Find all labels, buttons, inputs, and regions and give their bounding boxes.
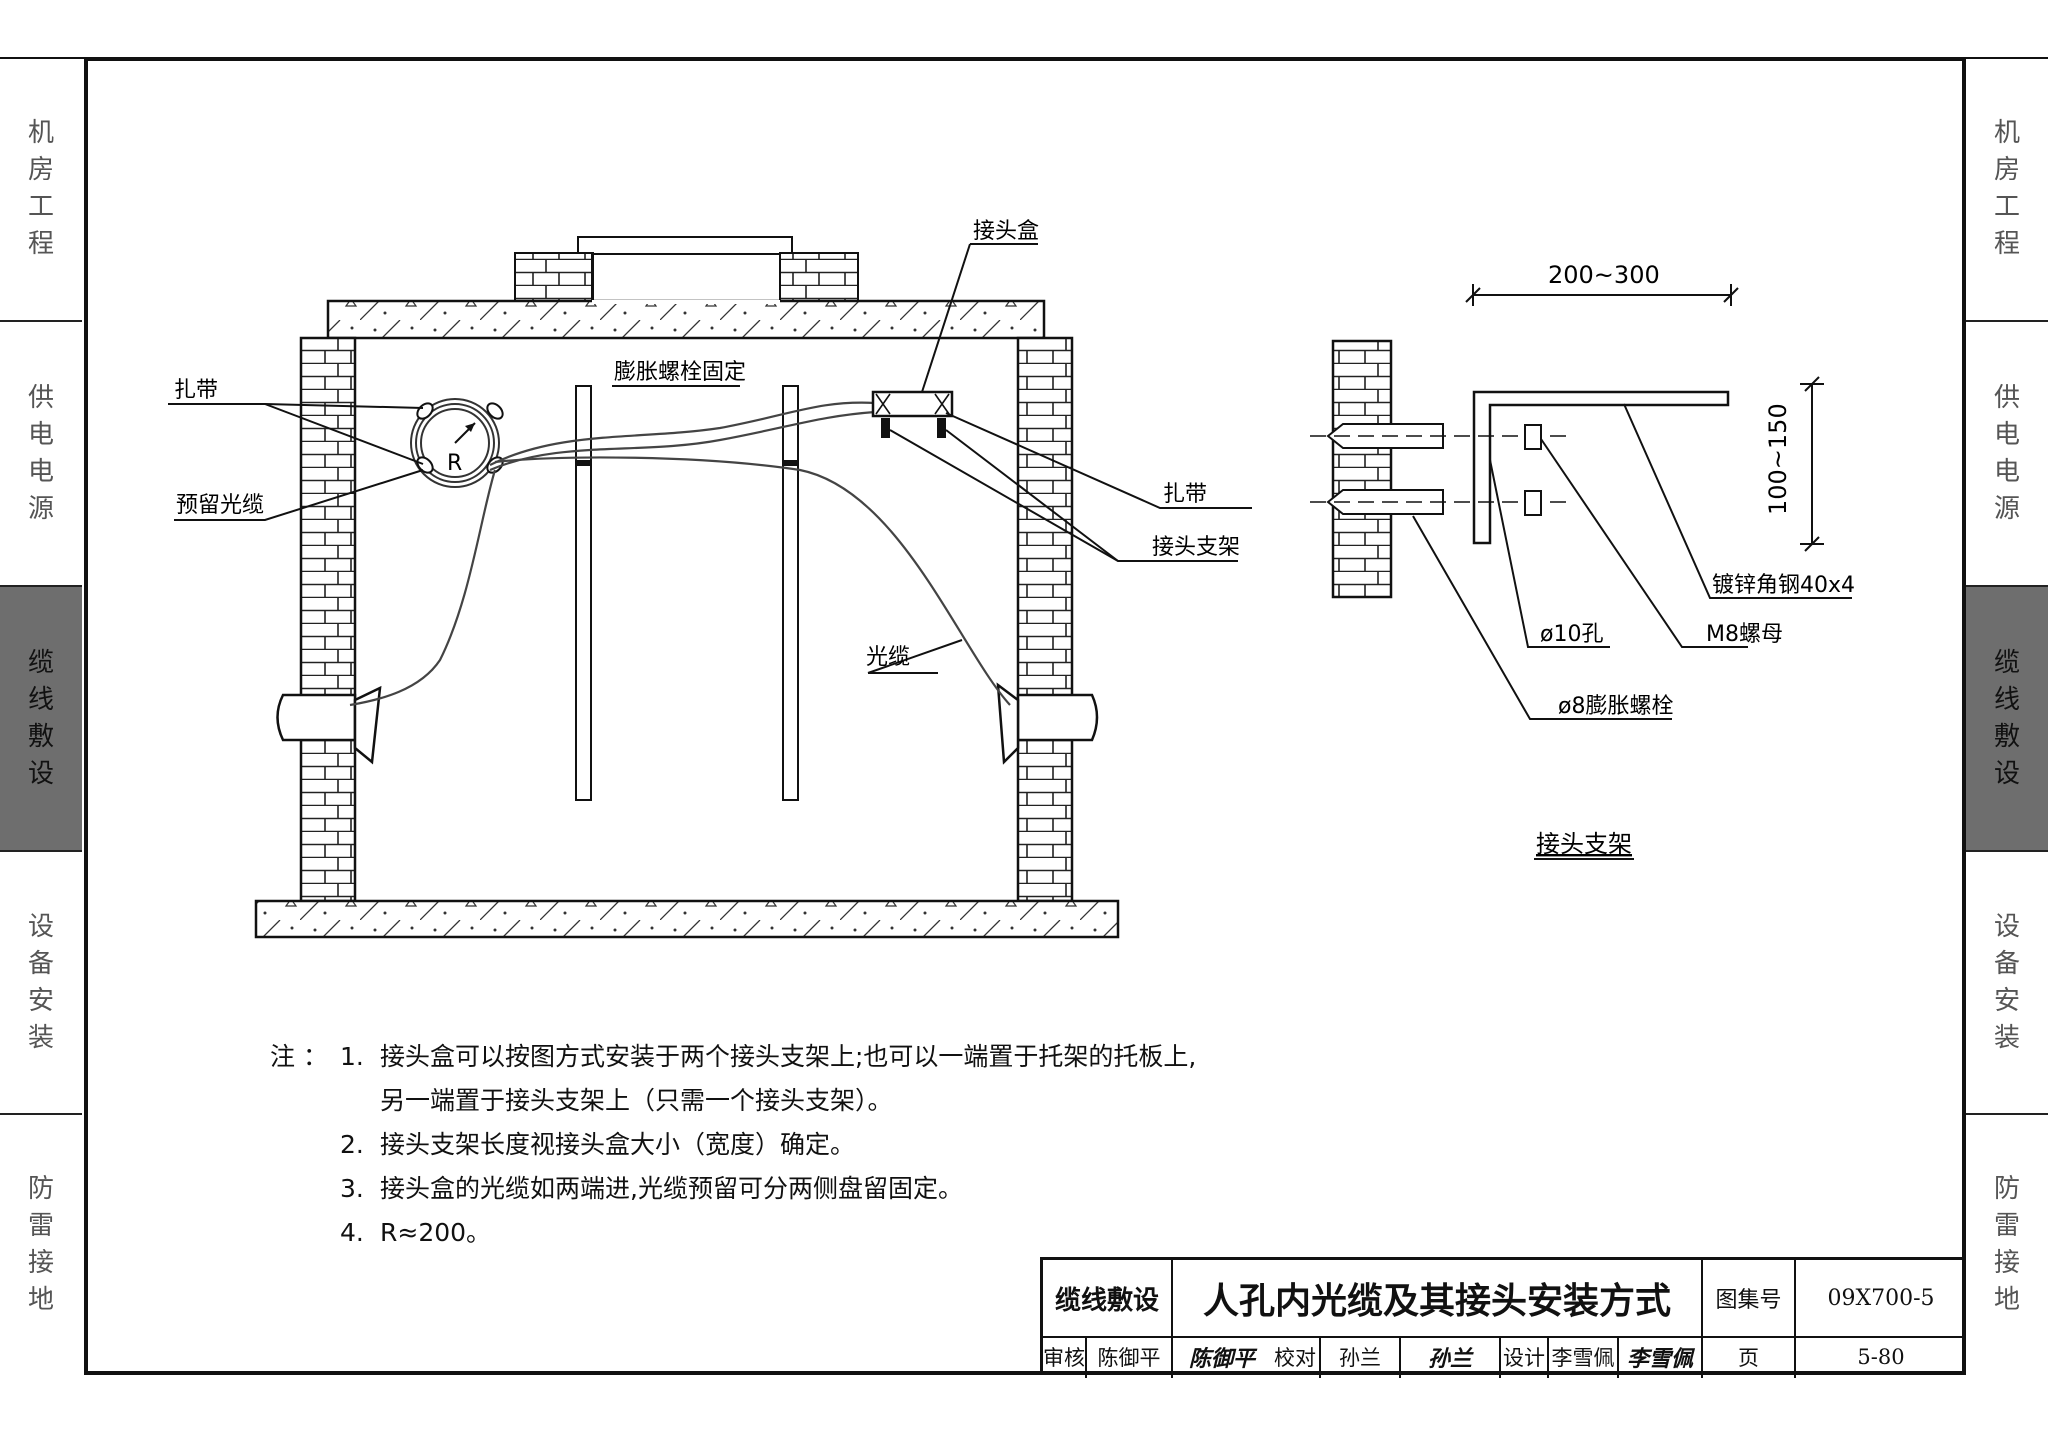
note-text: 接头盒可以按图方式安装于两个接头支架上;也可以一端置于托架的托板上,	[380, 1042, 1197, 1071]
side-tab-cabling[interactable]: 缆线敷设	[0, 587, 82, 852]
drawing-frame	[84, 57, 1966, 1375]
label-reserved-cable: 预留光缆	[176, 493, 264, 518]
label-expansion-bolt: ø8膨胀螺栓	[1558, 694, 1673, 719]
note-text: 接头盒的光缆如两端进,光缆预留可分两侧盘留固定。	[380, 1174, 963, 1203]
page-label: 页	[1703, 1336, 1796, 1378]
manhole-cover	[514, 236, 859, 302]
side-tab-label: 设备安装	[1993, 911, 2020, 1053]
note-number: 4.	[340, 1218, 364, 1247]
side-tab-power-supply[interactable]: 供电电源	[0, 322, 82, 587]
side-tab-label: 防雷接地	[1993, 1174, 2020, 1315]
side-tab-label: 缆线敷设	[27, 647, 54, 789]
label-joint-bracket: 接头支架	[1152, 535, 1240, 560]
atlas-number: 09X700-5	[1827, 1285, 1935, 1311]
label-cable-tie-left: 扎带	[174, 378, 218, 403]
side-tab-machine-room[interactable]: 机房工程	[1966, 57, 2048, 322]
side-tab-equipment-install[interactable]: 设备安装	[1966, 852, 2048, 1115]
left-conduit	[276, 685, 382, 765]
side-tab-label: 机房工程	[1993, 117, 2020, 259]
label-m8-nut: M8螺母	[1706, 622, 1783, 647]
note-item-4: 4. R≈200。	[270, 1211, 1196, 1255]
check-label: 校对	[1271, 1336, 1321, 1378]
notes: 注 ： 1. 接头盒可以按图方式安装于两个接头支架上;也可以一端置于托架的托板上…	[270, 1035, 1196, 1255]
note-item-2: 2. 接头支架长度视接头盒大小（宽度）确定。	[270, 1123, 1196, 1167]
coil-cable-ties	[416, 402, 504, 474]
radius-arrow	[465, 423, 475, 432]
rack-hook-right	[783, 460, 798, 466]
title-block-row-main: 缆线敷设 人孔内光缆及其接头安装方式 图集号 09X700-5	[1043, 1260, 1966, 1338]
radius-label: R	[447, 451, 462, 476]
note-number: 1.	[340, 1042, 364, 1071]
note-text: R≈200。	[380, 1218, 492, 1247]
side-tab-label: 机房工程	[27, 117, 54, 259]
optical-cable	[349, 401, 1011, 707]
atlas-label: 图集号	[1703, 1260, 1796, 1336]
cable-rack-left	[575, 385, 592, 801]
side-tab-label: 缆线敷设	[1993, 647, 2020, 789]
note-number: 2.	[340, 1130, 364, 1159]
cable-rack-right	[782, 385, 799, 801]
title-block: 缆线敷设 人孔内光缆及其接头安装方式 图集号 09X700-5 审核 陈御平 陈…	[1040, 1257, 1966, 1378]
drawing-title: 人孔内光缆及其接头安装方式	[1173, 1260, 1703, 1336]
detail-leader-lines	[1412, 403, 1852, 720]
top-slab	[326, 299, 1046, 340]
joint-box	[871, 390, 954, 438]
page-number: 5-80	[1857, 1345, 1905, 1369]
label-cable-tie-right: 扎带	[1163, 482, 1207, 507]
note-item-1: 注 ： 1. 接头盒可以按图方式安装于两个接头支架上;也可以一端置于托架的托板上…	[270, 1035, 1196, 1079]
top-slab-opening	[592, 300, 780, 304]
bracket-detail	[1310, 339, 1730, 599]
note-number: 3.	[340, 1174, 364, 1203]
design-label: 设计	[1501, 1336, 1549, 1378]
checker-signature: 孙兰	[1401, 1336, 1501, 1378]
designer-name: 李雪佩	[1549, 1336, 1619, 1378]
review-label: 审核	[1043, 1336, 1087, 1378]
notes-lead: 注 ：	[270, 1042, 328, 1071]
bottom-slab	[254, 899, 1120, 939]
section-name: 缆线敷设	[1043, 1260, 1173, 1336]
side-tab-label: 供电电源	[1993, 382, 2020, 524]
left-brick-wall	[299, 336, 357, 903]
detail-caption: 接头支架	[1536, 830, 1632, 858]
side-tab-lightning-grounding[interactable]: 防雷接地	[1966, 1115, 2048, 1375]
label-optical-cable: 光缆	[866, 645, 910, 670]
label-angle-steel: 镀锌角钢40x4	[1712, 573, 1855, 598]
rack-hook-left	[576, 460, 591, 466]
side-tab-lightning-grounding[interactable]: 防雷接地	[0, 1115, 82, 1375]
left-side-tabs: 机房工程 供电电源 缆线敷设 设备安装 防雷接地	[0, 57, 82, 1375]
dim-bracket-height: 100~150	[1764, 403, 1792, 515]
reviewer-signature: 陈御平	[1188, 1346, 1255, 1372]
note-text: 接头支架长度视接头盒大小（宽度）确定。	[380, 1130, 856, 1159]
note-text: 另一端置于接头支架上（只需一个接头支架）。	[380, 1086, 893, 1115]
side-tab-cabling[interactable]: 缆线敷设	[1966, 587, 2048, 852]
checker-name: 孙兰	[1321, 1336, 1401, 1378]
right-conduit	[996, 682, 1099, 765]
leader-lines	[168, 243, 1252, 674]
side-tab-equipment-install[interactable]: 设备安装	[0, 852, 82, 1115]
reserved-cable-coil	[410, 398, 500, 488]
label-expansion-bolt-fix: 膨胀螺栓固定	[614, 360, 746, 385]
note-item-3: 3. 接头盒的光缆如两端进,光缆预留可分两侧盘留固定。	[270, 1167, 1196, 1211]
side-tab-power-supply[interactable]: 供电电源	[1966, 322, 2048, 587]
bracket-dimensions	[1465, 284, 1824, 552]
right-side-tabs: 机房工程 供电电源 缆线敷设 设备安装 防雷接地	[1966, 57, 2048, 1375]
designer-signature: 李雪佩	[1619, 1336, 1703, 1378]
side-tab-label: 设备安装	[27, 911, 54, 1053]
side-tab-label: 供电电源	[27, 382, 54, 524]
reviewer-name: 陈御平	[1087, 1336, 1173, 1378]
side-tab-machine-room[interactable]: 机房工程	[0, 57, 82, 322]
label-hole: ø10孔	[1540, 622, 1603, 647]
title-block-row-signatures: 审核 陈御平 陈御平 校对 孙兰 孙兰 设计 李雪佩 李雪佩 页 5-80	[1043, 1336, 1966, 1378]
note-item-1-continued: 另一端置于接头支架上（只需一个接头支架）。	[270, 1079, 1196, 1123]
label-joint-box: 接头盒	[973, 219, 1039, 244]
dim-bracket-width: 200~300	[1548, 261, 1660, 289]
side-tab-label: 防雷接地	[27, 1174, 54, 1315]
right-brick-wall	[1016, 336, 1074, 903]
